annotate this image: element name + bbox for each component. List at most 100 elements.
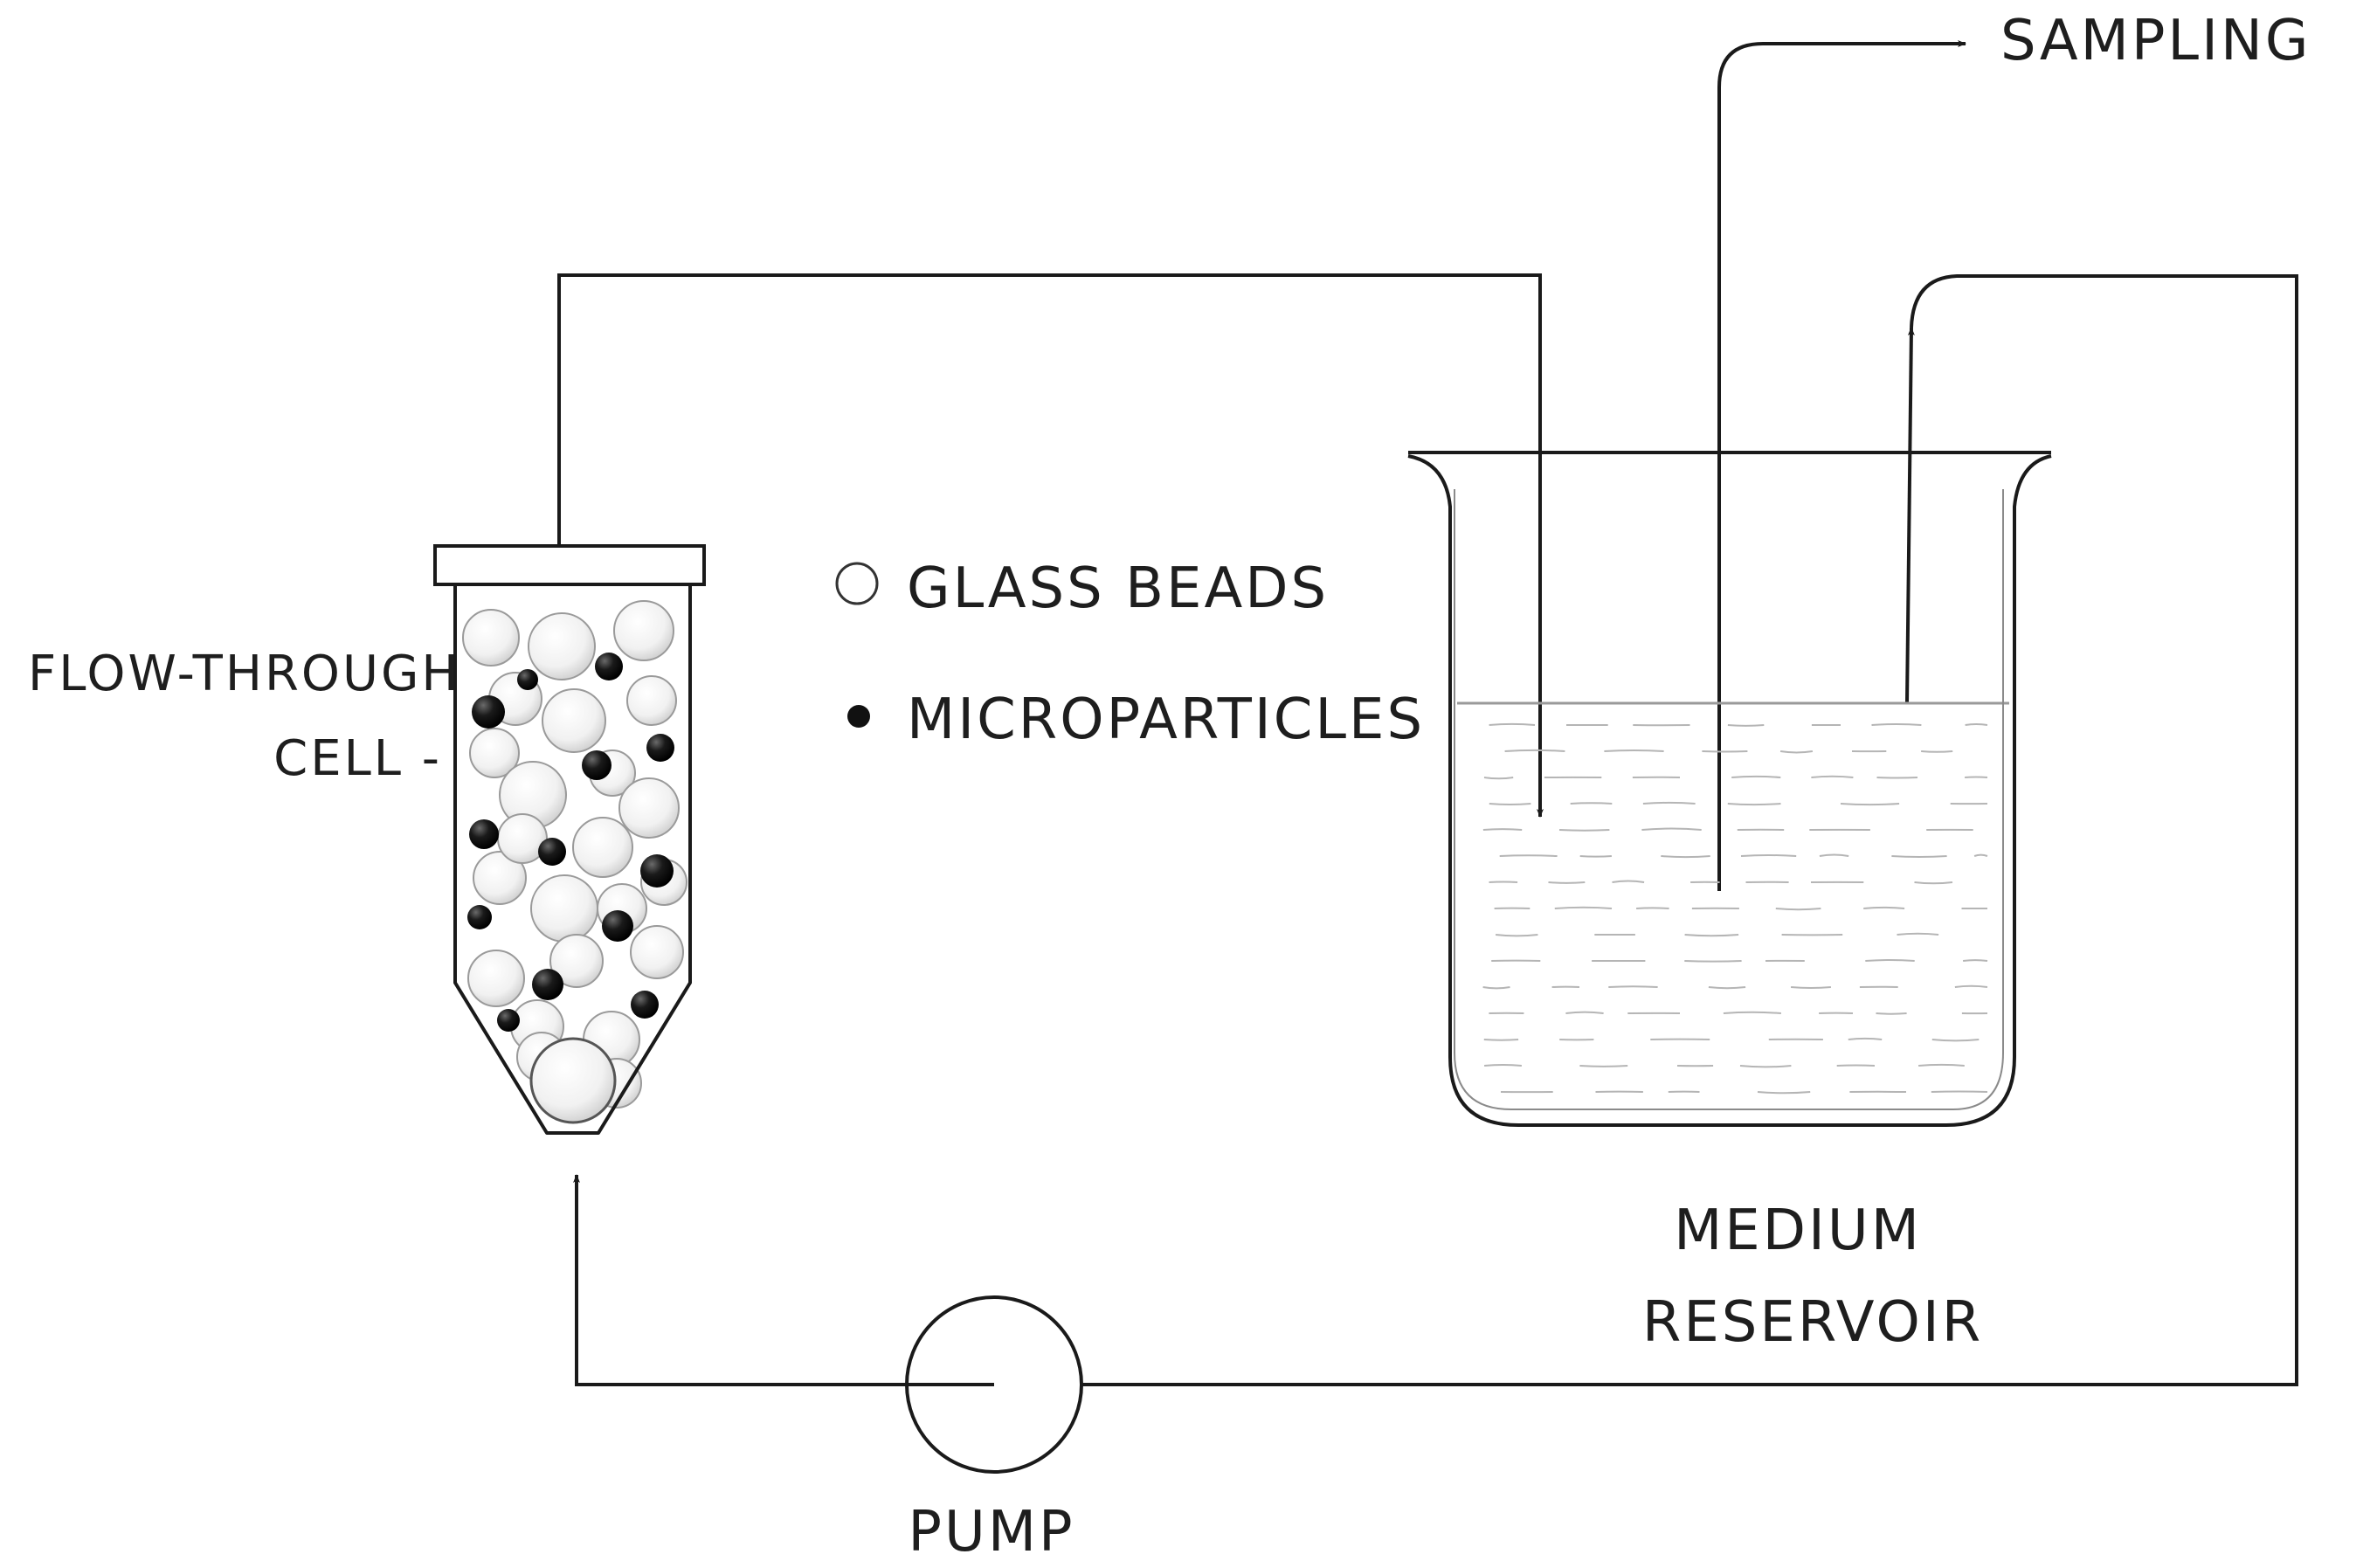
liquid-ripple [1791,986,1831,989]
liquid-ripple [1962,959,1988,962]
liquid-ripple [1775,908,1821,911]
microparticle-legend-icon [847,705,870,728]
glass-bead [630,925,684,979]
glass-bead [542,688,606,753]
liquid-ripple [1579,855,1612,858]
legend-microparticles-label: MICROPARTICLES [907,687,1425,752]
glass-bead [549,934,604,988]
liquid-ripple [1482,986,1510,990]
tube-pump-to-cell [573,1174,994,1386]
liquid-ripple [1570,802,1613,805]
liquid-ripple [1965,723,1988,726]
liquid-ripple [1973,853,1988,857]
medium-label: MEDIUM [1674,1198,1922,1263]
liquid-ripple [1489,803,1531,805]
cell-label: CELL - [273,730,442,787]
large-glass-bead [529,1037,617,1124]
liquid-ripple [1661,855,1710,859]
liquid-ripple [1954,984,1988,988]
liquid-ripple [1482,828,1523,831]
tube-cell-to-reservoir [557,273,1544,818]
liquid-ripple [1723,1011,1781,1014]
liquid-ripple [1897,932,1939,936]
legend: GLASS BEADS MICROPARTICLES [835,556,1425,752]
liquid-ripple [1489,722,1536,726]
flow-through-label: FLOW-THROUGH [28,646,460,702]
liquid-ripple [1891,855,1947,859]
liquid-ripple [1708,986,1746,990]
glass-bead [462,609,520,667]
microparticle [472,695,505,729]
tube-reservoir-outlet [1905,327,1915,704]
liquid-ripple [1483,777,1514,780]
cell-cap [433,544,706,586]
liquid-ripple [1641,827,1702,831]
liquid-ripple [1848,1037,1883,1040]
liquid-ripple [1727,803,1781,806]
liquid-ripple [1604,749,1664,752]
glass-bead [469,728,520,778]
liquid-ripple [1608,985,1658,988]
microparticle [582,750,612,780]
liquid-ripple [1484,1064,1522,1067]
beaker-outer-wall [1407,454,2052,1127]
liquid-ripple [1779,750,1814,754]
glass-bead [473,851,527,905]
microparticle [517,669,538,690]
liquid-ripple [1684,934,1739,937]
glass-bead [618,777,680,839]
liquid-ripple [1865,958,1915,962]
glass-bead [626,675,677,726]
sampling-label: SAMPLING [2000,9,2311,73]
liquid-ripple [1918,1063,1965,1067]
beaker-inner-wall [1454,489,2004,1110]
microparticle [602,910,633,942]
pump-label: PUMP [908,1500,1074,1565]
liquid-ripple [1914,881,1953,885]
microparticle [595,653,623,680]
liquid-ripple [1921,750,1953,753]
liquid-ripple [1558,829,1610,832]
glass-bead [530,874,598,943]
tube-sampling [1717,40,1966,891]
microparticle [469,819,499,849]
pump [905,1295,1083,1474]
liquid-ripple [1702,750,1748,753]
liquid-ripple [1739,1065,1792,1068]
microparticle [631,991,659,1019]
liquid-ripple [1836,1064,1876,1067]
liquid-ripple [1642,801,1696,805]
tube-return-line [1081,274,2298,1386]
glass-bead [613,600,674,661]
liquid-ripple [1876,777,1918,779]
flow-through-cell [433,544,706,1135]
liquid-ripple [1499,854,1558,857]
microparticle [497,1009,520,1032]
glass-bead [572,817,633,878]
liquid-ripple [1871,722,1922,726]
glass-bead [467,950,525,1007]
liquid-ripple [1819,853,1849,857]
liquid-ripple [1876,1012,1907,1015]
medium-reservoir [1407,451,2052,1127]
liquid-ripple [1840,803,1900,806]
glass-bead [528,612,596,680]
liquid-ripple [1565,1011,1604,1014]
legend-glass-beads-label: GLASS BEADS [907,556,1329,621]
liquid-ripple [1727,724,1765,727]
tubing [557,40,2298,1386]
liquid-ripple [1504,749,1565,752]
liquid-ripple [1495,934,1538,937]
microparticle [646,734,674,762]
liquid-ripple [1548,881,1586,884]
reservoir-label: RESERVOIR [1642,1290,1983,1355]
liquid-ripple [1757,1091,1811,1095]
liquid-ripple [1579,1065,1628,1067]
liquid-texture [1482,722,1988,1095]
microparticle [467,905,492,929]
liquid-ripple [1740,854,1797,857]
liquid-ripple [1612,880,1645,883]
cell-body [453,584,692,1135]
glass-bead-legend-icon [835,562,879,605]
microparticle [532,969,563,1000]
